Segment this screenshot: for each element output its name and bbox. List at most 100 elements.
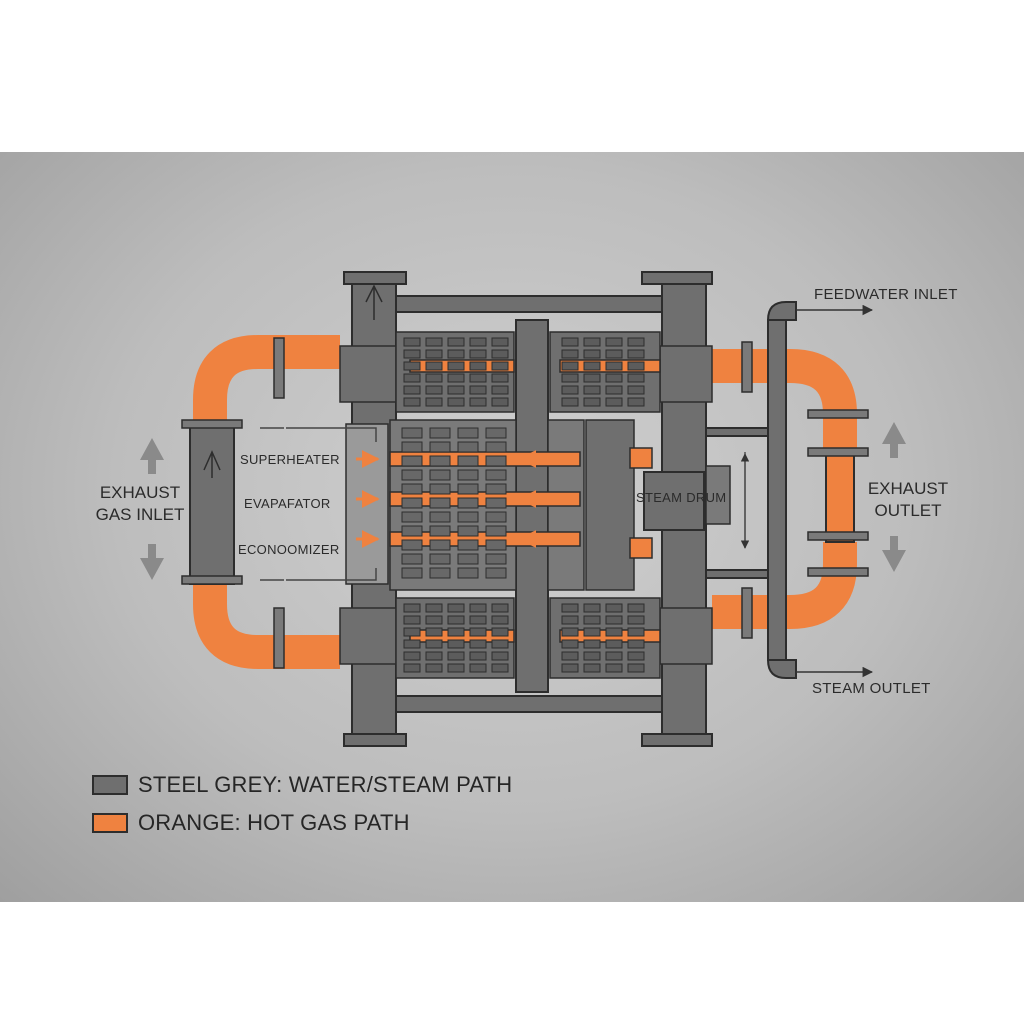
coil-fin bbox=[469, 385, 487, 395]
coil-fin bbox=[429, 455, 451, 467]
coil-fin bbox=[561, 361, 579, 371]
exhaust-gas-inlet-line2: GAS INLET bbox=[95, 505, 185, 524]
coil-fin bbox=[457, 539, 479, 551]
coil-fin bbox=[403, 349, 421, 359]
coil-fin bbox=[605, 361, 623, 371]
coil-fin bbox=[561, 397, 579, 407]
superheater-label: SUPERHEATER bbox=[240, 452, 340, 467]
coil-fin bbox=[401, 455, 423, 467]
coil-fin bbox=[429, 483, 451, 495]
coil-fin bbox=[561, 337, 579, 347]
exhaust-outlet-line1: EXHAUST bbox=[867, 479, 949, 498]
coil-fin bbox=[605, 349, 623, 359]
coil-fin bbox=[401, 539, 423, 551]
coil-fin bbox=[401, 553, 423, 565]
coil-fin bbox=[469, 627, 487, 637]
exhaust-gas-inlet-label: EXHAUST GAS INLET bbox=[86, 482, 194, 526]
coil-fin bbox=[605, 373, 623, 383]
coil-fin bbox=[403, 615, 421, 625]
coil-fin bbox=[627, 663, 645, 673]
coil-fin bbox=[429, 469, 451, 481]
coil-fin bbox=[425, 603, 443, 613]
coil-fins bbox=[401, 337, 645, 673]
legend-text-steel-grey: STEEL GREY: WATER/STEAM PATH bbox=[138, 772, 513, 797]
coil-fin bbox=[425, 337, 443, 347]
coil-fin bbox=[605, 639, 623, 649]
coil-fin bbox=[403, 663, 421, 673]
coil-fin bbox=[447, 627, 465, 637]
coil-fin bbox=[605, 663, 623, 673]
coil-fin bbox=[583, 361, 601, 371]
coil-fin bbox=[627, 603, 645, 613]
coil-fin bbox=[605, 615, 623, 625]
coil-fin bbox=[583, 651, 601, 661]
coil-fin bbox=[403, 627, 421, 637]
coil-fin bbox=[447, 651, 465, 661]
coil-fin bbox=[491, 603, 509, 613]
coil-fin bbox=[485, 539, 507, 551]
coil-fin bbox=[457, 497, 479, 509]
coil-fin bbox=[403, 603, 421, 613]
coil-fin bbox=[583, 603, 601, 613]
coil-fin bbox=[491, 627, 509, 637]
coil-fin bbox=[627, 373, 645, 383]
coil-fin bbox=[401, 483, 423, 495]
coil-fin bbox=[485, 455, 507, 467]
coil-fin bbox=[403, 373, 421, 383]
coil-fin bbox=[469, 397, 487, 407]
coil-fin bbox=[491, 615, 509, 625]
coil-fin bbox=[457, 525, 479, 537]
exhaust-gas-inlet-line1: EXHAUST bbox=[99, 483, 181, 502]
coil-fin bbox=[605, 603, 623, 613]
coil-fin bbox=[425, 639, 443, 649]
hot-gas-pipes bbox=[193, 335, 857, 669]
coil-fin bbox=[401, 525, 423, 537]
coil-fin bbox=[583, 385, 601, 395]
coil-fin bbox=[403, 361, 421, 371]
inlet-duct bbox=[189, 423, 235, 585]
coil-fin bbox=[429, 441, 451, 453]
small-feed-tubes bbox=[260, 427, 377, 581]
coil-fin bbox=[469, 663, 487, 673]
coil-fin bbox=[429, 539, 451, 551]
inlet-up-arrow bbox=[203, 450, 221, 478]
coil-fin bbox=[627, 615, 645, 625]
coil-fin bbox=[457, 567, 479, 579]
legend-swatch-steel-grey bbox=[92, 775, 128, 795]
coil-fin bbox=[401, 469, 423, 481]
coil-fin bbox=[447, 639, 465, 649]
coil-fin bbox=[627, 349, 645, 359]
coil-fin bbox=[429, 511, 451, 523]
coil-fin bbox=[425, 385, 443, 395]
coil-fin bbox=[491, 349, 509, 359]
coil-fin bbox=[627, 397, 645, 407]
feedwater-inlet-label: FEEDWATER INLET bbox=[814, 286, 958, 303]
legend-text-orange: ORANGE: HOT GAS PATH bbox=[138, 810, 410, 835]
drum-connectors bbox=[629, 447, 653, 559]
coil-fin bbox=[561, 627, 579, 637]
right-lower-gas-bend bbox=[712, 542, 857, 629]
hrsg-schematic bbox=[140, 271, 906, 747]
coil-fin bbox=[447, 337, 465, 347]
coil-fin bbox=[425, 651, 443, 661]
coil-fin bbox=[485, 469, 507, 481]
left-lower-gas-bend bbox=[193, 582, 340, 669]
coil-fin bbox=[605, 385, 623, 395]
coil-fin bbox=[485, 511, 507, 523]
coil-fin bbox=[447, 397, 465, 407]
coil-fin bbox=[561, 385, 579, 395]
coil-fin bbox=[401, 511, 423, 523]
coil-fin bbox=[583, 349, 601, 359]
coil-fin bbox=[403, 385, 421, 395]
coil-fin bbox=[469, 349, 487, 359]
coil-fin bbox=[627, 627, 645, 637]
coil-fin bbox=[605, 651, 623, 661]
gas-flow-arrows bbox=[356, 450, 546, 548]
coil-fin bbox=[491, 639, 509, 649]
steam-outlet-label: STEAM OUTLET bbox=[812, 680, 931, 697]
coil-fin bbox=[457, 483, 479, 495]
coil-fin bbox=[485, 497, 507, 509]
coil-fin bbox=[401, 567, 423, 579]
feedwater-steam-line bbox=[705, 301, 797, 679]
coil-fin bbox=[605, 627, 623, 637]
